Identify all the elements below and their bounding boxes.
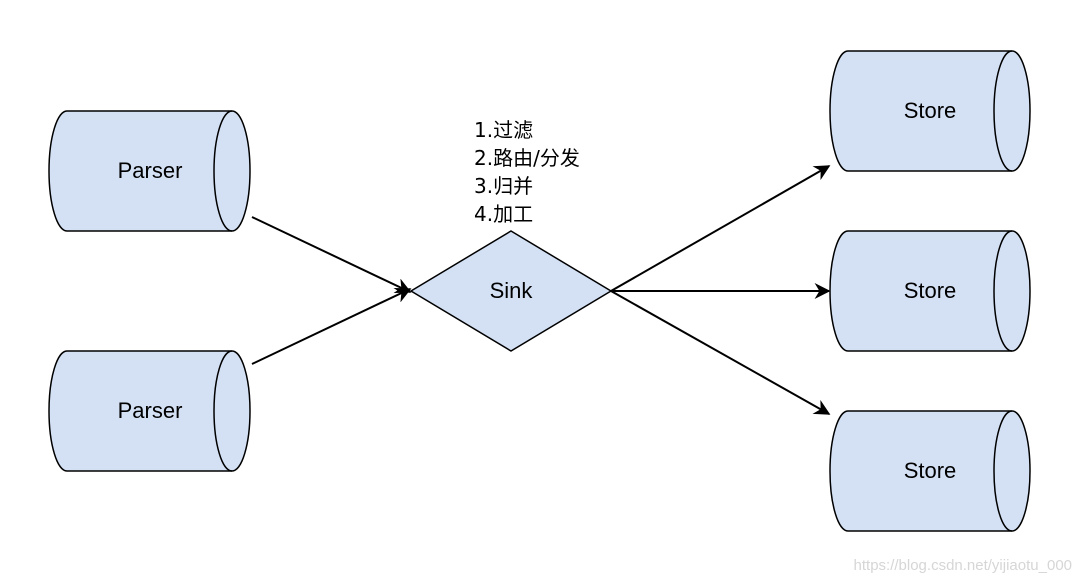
edge-sink-to-store-top [610, 165, 831, 292]
edge-sink-to-store-bottom [610, 290, 831, 415]
sink-note-item-process: 4.加工 [474, 202, 534, 226]
sink-label: Sink [490, 278, 534, 303]
parser-top-node[interactable]: Parser [48, 110, 251, 232]
parser-top-cylinder-cap [213, 110, 233, 232]
parser-bottom-node[interactable]: Parser [48, 350, 251, 472]
store-top-cylinder-cap [993, 50, 1013, 172]
store-top-node[interactable]: Store [829, 50, 1031, 172]
store-bottom-node[interactable]: Store [829, 410, 1031, 532]
store-bottom-cylinder-cap [993, 410, 1013, 532]
store-middle-node[interactable]: Store [829, 230, 1031, 352]
sink-node[interactable]: Sink [409, 230, 613, 352]
sink-note-item-filter: 1.过滤 [474, 118, 534, 142]
store-bottom-label: Store [904, 458, 957, 483]
sink-note-item-merge: 3.归并 [474, 174, 534, 198]
edge-parser-bottom-to-sink [251, 287, 412, 365]
store-middle-cylinder-cap [993, 230, 1013, 352]
sink-note: 1.过滤 2.路由/分发 3.归并 4.加工 [474, 116, 580, 228]
store-middle-label: Store [904, 278, 957, 303]
parser-bottom-label: Parser [118, 398, 183, 423]
parser-top-label: Parser [118, 158, 183, 183]
parser-bottom-cylinder-cap [213, 350, 233, 472]
store-top-label: Store [904, 98, 957, 123]
watermark: https://blog.csdn.net/yijiaotu_000 [853, 557, 1072, 574]
sink-note-item-route: 2.路由/分发 [474, 146, 580, 170]
sink-diamond [409, 230, 613, 352]
edges [251, 165, 831, 415]
edge-parser-top-to-sink [251, 216, 412, 294]
